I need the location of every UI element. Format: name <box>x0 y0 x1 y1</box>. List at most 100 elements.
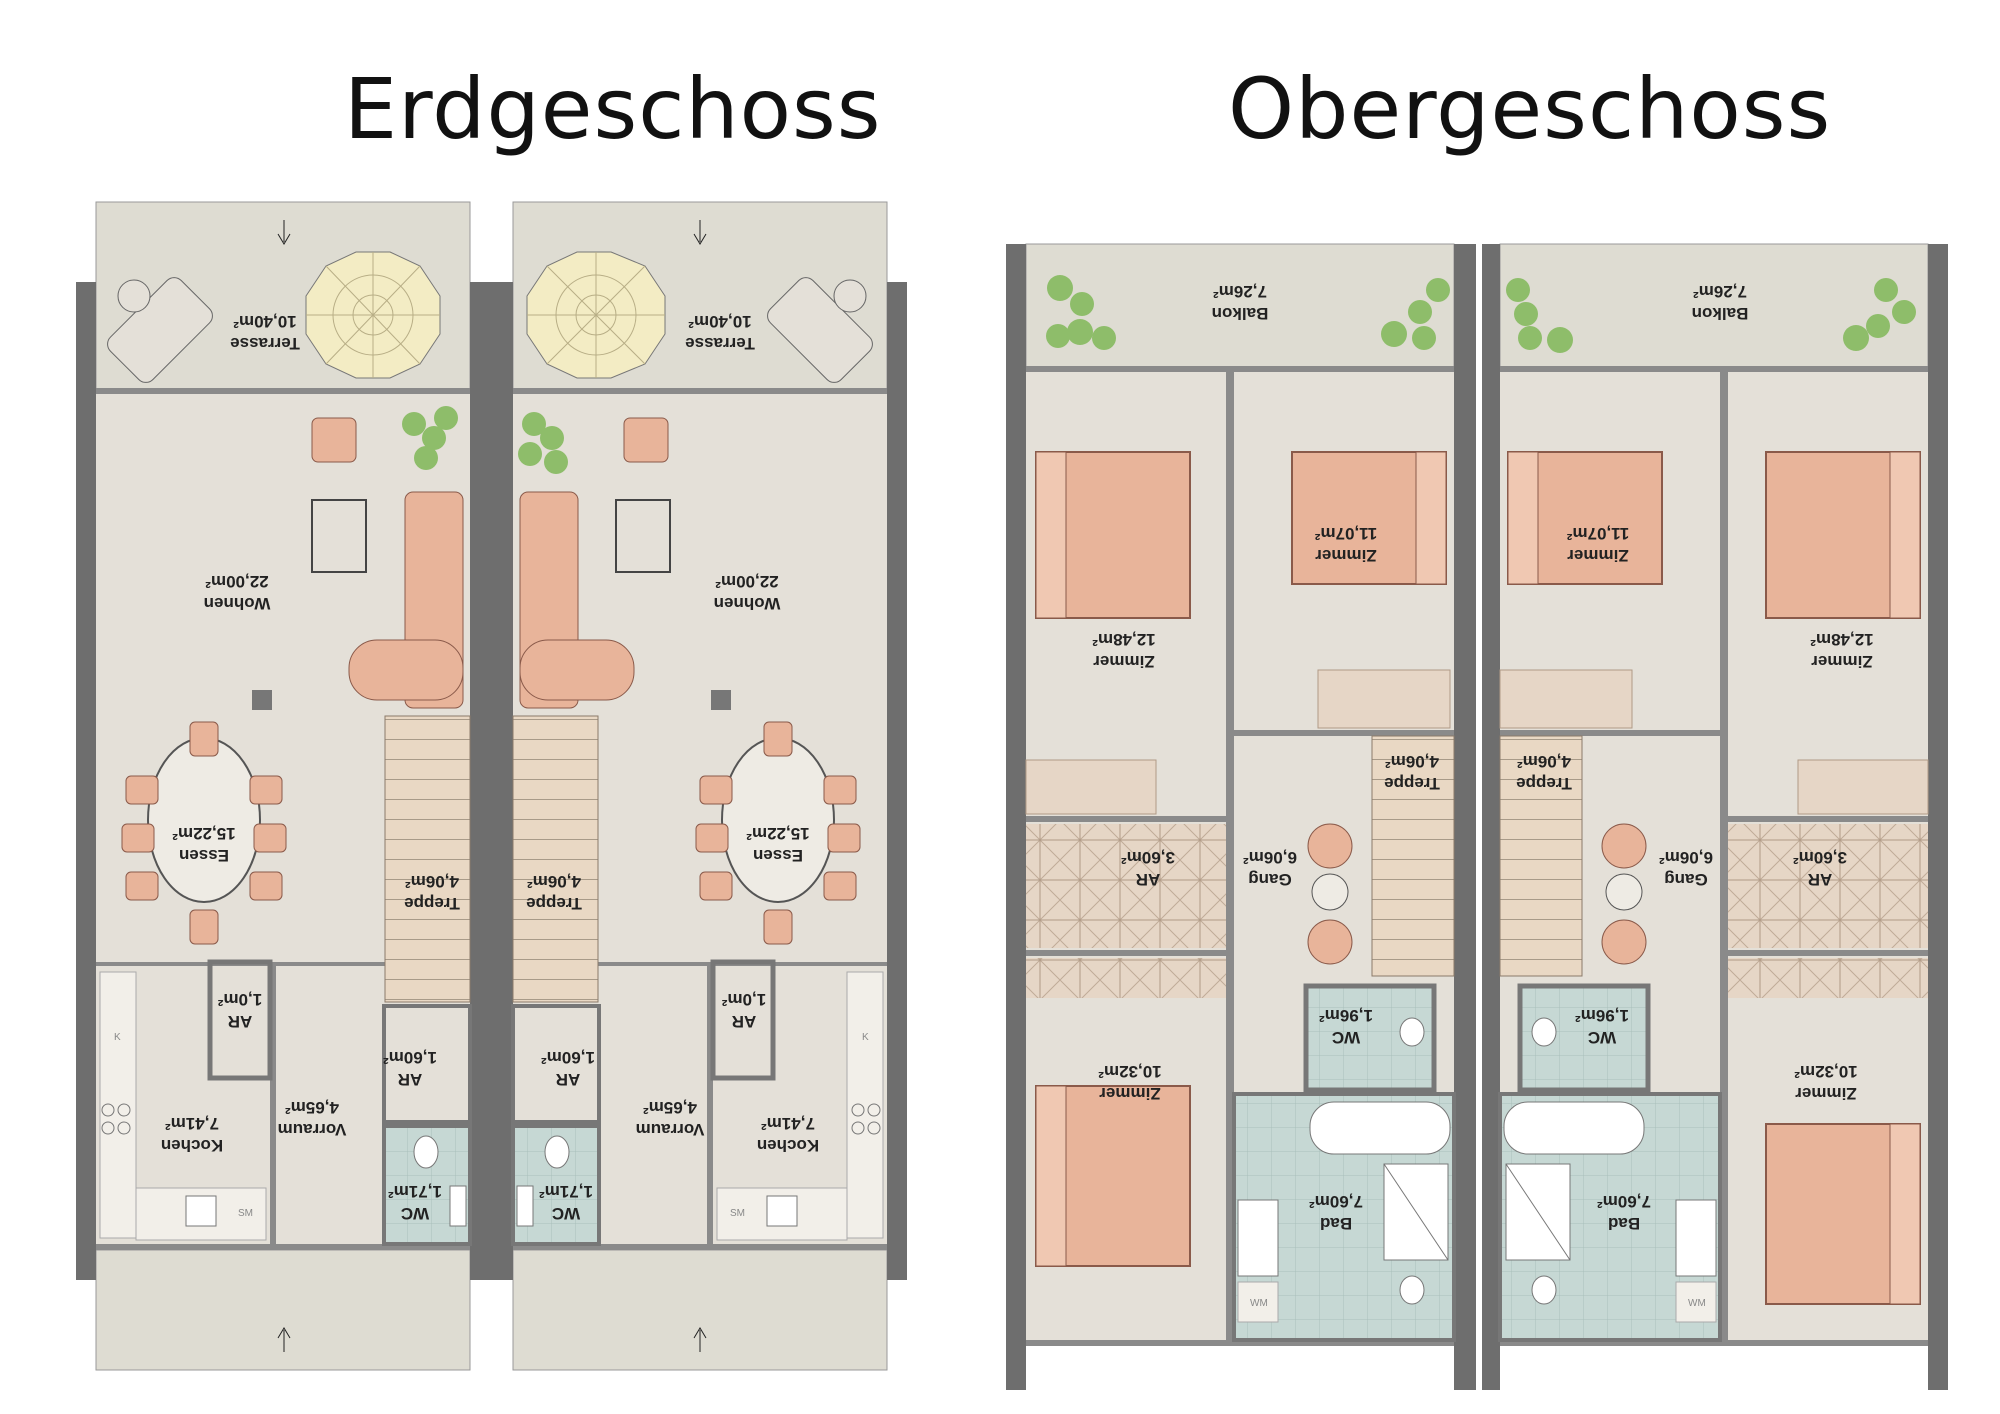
room-label-wc: WC 1,96m² <box>1575 1006 1629 1047</box>
side-table-icon <box>1311 873 1349 911</box>
arrow-up-icon <box>693 1327 707 1352</box>
arrow-down-icon <box>277 220 291 245</box>
closet-ar <box>1026 824 1226 948</box>
room-name: Zimmer <box>1567 546 1629 565</box>
armchair-icon <box>1307 823 1353 869</box>
wall <box>1026 1340 1454 1346</box>
stove-icon <box>101 1121 115 1135</box>
wall <box>1226 372 1234 1340</box>
wc-sink-icon <box>516 1185 534 1227</box>
dining-table-icon <box>695 721 861 945</box>
room-label-treppe: Treppe 4,06m² <box>526 872 582 913</box>
room-name: WC <box>1588 1028 1616 1047</box>
closet-ar <box>1728 824 1928 948</box>
k-label: K <box>862 1032 869 1043</box>
room-label-zimmer: Zimmer 10,32m² <box>1794 1062 1858 1103</box>
room-area: 1,96m² <box>1575 1006 1629 1025</box>
shower-icon-diagonal <box>1505 1163 1571 1261</box>
room-area: 7,60m² <box>1597 1192 1651 1211</box>
room-label-zimmer: Zimmer 12,48m² <box>1810 630 1874 671</box>
wall <box>76 282 96 1280</box>
room-name: Balkon <box>1212 304 1269 323</box>
umbrella-icon <box>305 251 441 379</box>
wall <box>270 966 276 1250</box>
room-name: WC <box>552 1204 580 1223</box>
coffee-table-icon <box>615 499 671 573</box>
wall <box>1006 244 1026 1390</box>
room-label-zimmer: Zimmer 11,07m² <box>1314 524 1377 565</box>
armchair-icon <box>1307 919 1353 965</box>
closet <box>1026 958 1226 998</box>
room-label-vorraum: Vorraum 4,65m² <box>278 1098 347 1139</box>
armchair-icon <box>311 417 357 463</box>
room-label-terrasse: Terrasse 10,40m² <box>685 312 755 353</box>
washing-machine-icon <box>1237 1281 1279 1323</box>
room-area: 1,0m² <box>721 990 766 1009</box>
wall <box>1728 950 1928 956</box>
bathtub-icon <box>1503 1101 1645 1155</box>
wall <box>1728 816 1928 822</box>
room-area: 6,06m² <box>1659 848 1713 867</box>
room-area: 4,65m² <box>285 1098 339 1117</box>
stove-icon <box>117 1121 131 1135</box>
wall <box>707 966 713 1250</box>
double-sink-icon <box>1237 1199 1279 1277</box>
wm-label: WM <box>1250 1298 1268 1309</box>
side-table-icon <box>117 279 151 313</box>
room-label-bad: Bad 7,60m² <box>1309 1192 1363 1233</box>
arrow-up-icon <box>277 1327 291 1352</box>
shower-icon-diagonal <box>1383 1163 1449 1261</box>
room-label-wohnen: Wohnen 22,00m² <box>714 572 781 613</box>
bed-pillow <box>1507 451 1539 585</box>
stove-icon <box>851 1121 865 1135</box>
room-area: 7,60m² <box>1309 1192 1363 1211</box>
kitchen-counter <box>99 971 137 1239</box>
room-name: Kochen <box>757 1136 819 1155</box>
sink-icon <box>185 1195 217 1227</box>
wall <box>96 388 470 394</box>
room-area: 10,40m² <box>233 312 297 331</box>
room-area: 6,06m² <box>1243 848 1297 867</box>
room-name: Essen <box>753 846 803 865</box>
room-label-ar: AR 1,60m² <box>383 1048 437 1089</box>
room-name: Zimmer <box>1811 652 1873 671</box>
room-label-wohnen: Wohnen 22,00m² <box>204 572 271 613</box>
room-label-ar: AR 1,0m² <box>721 990 766 1031</box>
room-area: 1,60m² <box>383 1048 437 1067</box>
toilet-icon <box>1399 1275 1425 1305</box>
upper-floor-plan: WM WM <box>1006 243 1948 1390</box>
wardrobe <box>1499 669 1633 729</box>
room-label-gang: Gang 6,06m² <box>1659 848 1713 889</box>
room-name: Zimmer <box>1315 546 1377 565</box>
room-area: 7,26m² <box>1213 282 1267 301</box>
room-area: 11,07m² <box>1566 524 1629 543</box>
k-label: K <box>114 1032 121 1043</box>
double-sink-icon <box>1675 1199 1717 1277</box>
bed-pillow <box>1035 1085 1067 1267</box>
armchair-icon <box>1601 823 1647 869</box>
room-name: Vorraum <box>278 1120 347 1139</box>
room-name: AR <box>1808 870 1833 889</box>
room-name: AR <box>556 1070 581 1089</box>
room-name: Wohnen <box>714 594 781 613</box>
room-name: Terrasse <box>230 334 300 353</box>
room-name: Treppe <box>526 894 582 913</box>
armchair-icon <box>1601 919 1647 965</box>
room-area: 4,06m² <box>1385 752 1439 771</box>
washing-machine-icon <box>1675 1281 1717 1323</box>
room-label-wc: WC 1,96m² <box>1319 1006 1373 1047</box>
room-label-treppe: Treppe 4,06m² <box>1516 752 1572 793</box>
room-area: 4,06m² <box>1517 752 1571 771</box>
room-name: Gang <box>1248 870 1291 889</box>
toilet-icon <box>1531 1275 1557 1305</box>
room-label-bad: Bad 7,60m² <box>1597 1192 1651 1233</box>
bed-pillow <box>1415 451 1447 585</box>
wall <box>887 282 907 1280</box>
umbrella-icon <box>526 251 666 379</box>
ar-closet-wall <box>710 959 776 1081</box>
front-yard-left <box>95 1249 471 1371</box>
room-area: 1,96m² <box>1319 1006 1373 1025</box>
staircase-upper-right <box>1499 735 1583 977</box>
room-name: Terrasse <box>685 334 755 353</box>
room-area: 10,32m² <box>1794 1062 1858 1081</box>
